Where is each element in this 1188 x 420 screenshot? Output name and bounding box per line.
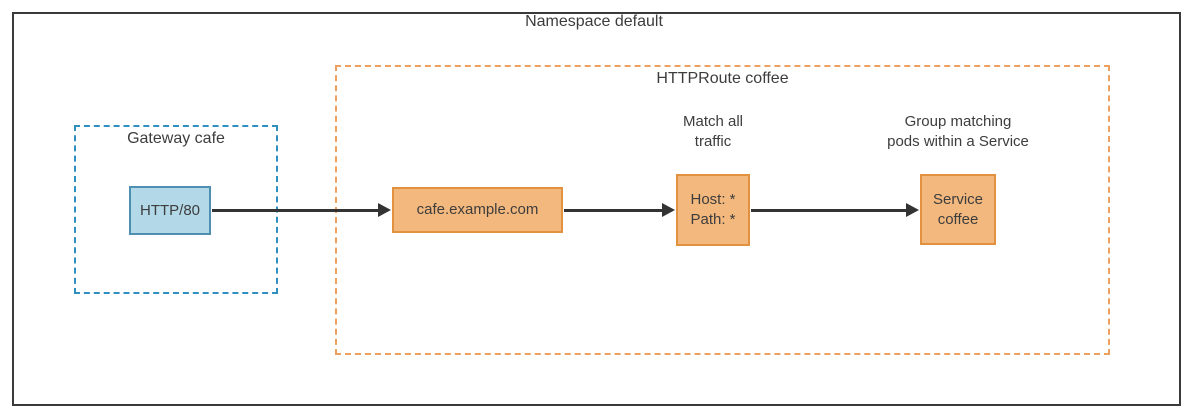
backend-caption: Group matching pods within a Service — [853, 112, 1063, 152]
hostname-label: cafe.example.com — [416, 201, 539, 218]
match-caption-line1: Match all — [682, 113, 744, 130]
gateway-title: Gateway cafe — [127, 130, 225, 147]
httproute-title: HTTPRoute coffee — [656, 70, 789, 87]
backend-caption-line1: Group matching — [904, 113, 1012, 130]
node-match-rules: Host: * Path: * — [676, 174, 750, 246]
service-label-line1: Service — [932, 190, 984, 208]
match-caption: Match all traffic — [633, 112, 793, 152]
namespace-boundary — [12, 12, 1181, 406]
arrowhead-right-icon — [906, 203, 919, 217]
arrow-line — [751, 209, 909, 212]
node-gateway-listener: HTTP/80 — [129, 186, 211, 235]
backend-caption-line2: pods within a Service — [887, 133, 1029, 150]
arrow-match-to-service — [751, 203, 919, 217]
match-rule-path: Path: * — [690, 211, 736, 228]
arrowhead-right-icon — [662, 203, 675, 217]
match-rule-host: Host: * — [690, 191, 736, 208]
arrow-hostname-to-match — [564, 203, 675, 217]
gateway-listener-label: HTTP/80 — [139, 201, 200, 219]
namespace-title: Namespace default — [525, 13, 663, 30]
node-service: Service coffee — [920, 174, 996, 245]
arrow-listener-to-hostname — [212, 203, 391, 217]
arrowhead-right-icon — [378, 203, 391, 217]
arrow-line — [212, 209, 381, 212]
arrow-line — [564, 209, 665, 212]
match-caption-line2: traffic — [694, 133, 732, 150]
service-label-line2: coffee — [937, 210, 979, 228]
node-hostname: cafe.example.com — [392, 187, 563, 233]
